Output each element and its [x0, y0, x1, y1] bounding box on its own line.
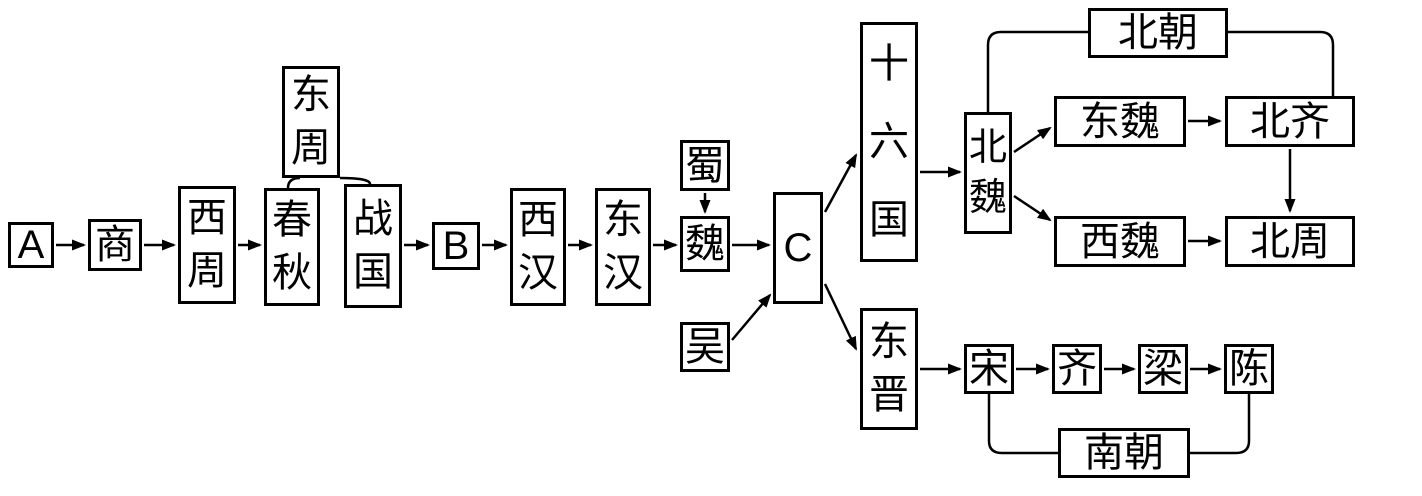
node-beichao: 北朝: [1088, 8, 1228, 58]
node-nanchao: 南朝: [1058, 428, 1190, 478]
node-shang: 商: [88, 219, 142, 271]
arrow-wu-c: [731, 293, 772, 341]
bracket-beichao-beiqi: [1228, 30, 1335, 96]
node-liang: 梁: [1138, 344, 1188, 394]
node-donghan: 东汉: [595, 188, 651, 306]
node-b: B: [432, 222, 480, 270]
node-beizhou: 北周: [1225, 216, 1355, 267]
node-xizhou: 西周: [178, 186, 236, 304]
node-c: C: [773, 192, 823, 304]
node-beiqi: 北齐: [1225, 96, 1355, 147]
node-song: 宋: [964, 344, 1014, 394]
node-shiliuguo: 十六国: [860, 22, 918, 262]
bracket-beichao-beiwei: [986, 30, 1088, 112]
bracket-dongzhou-chunqiu: [286, 176, 301, 189]
node-a: A: [8, 222, 54, 268]
arrow-c-dongjin: [823, 283, 858, 351]
node-zhanguo: 战国: [344, 184, 402, 308]
node-wu: 吴: [680, 322, 730, 372]
node-beiwei: 北魏: [964, 112, 1012, 234]
node-wei: 魏: [680, 216, 730, 272]
node-qi: 齐: [1052, 344, 1102, 394]
arrow-c-shiliuguo: [823, 153, 858, 213]
node-dongjin: 东晋: [860, 308, 918, 430]
node-dongzhou: 东周: [282, 66, 340, 178]
node-shu: 蜀: [680, 140, 730, 191]
node-chen: 陈: [1224, 344, 1274, 394]
node-chunqiu: 春秋: [264, 188, 320, 306]
arrow-beiwei-dongwei: [1013, 126, 1052, 154]
bracket-nanchao-chen: [1190, 394, 1251, 455]
bracket-dongzhou-zhanguo: [339, 176, 372, 185]
node-xiwei: 西魏: [1054, 216, 1186, 267]
node-xihan: 西汉: [510, 188, 566, 306]
arrow-beiwei-xiwei: [1013, 194, 1052, 222]
bracket-nanchao-song: [987, 394, 1058, 455]
node-dongwei: 东魏: [1054, 96, 1186, 147]
